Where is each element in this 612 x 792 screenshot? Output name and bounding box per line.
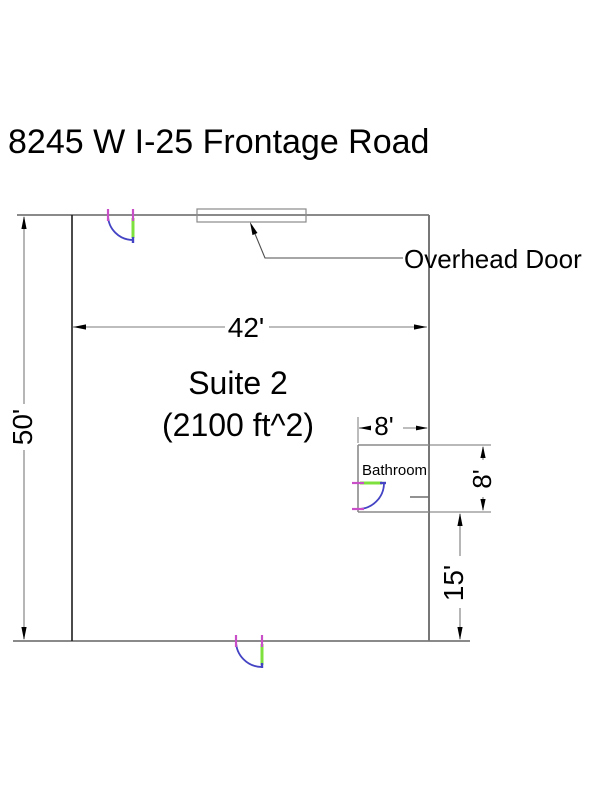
dim-text-building-depth: 50' bbox=[7, 409, 38, 446]
overhead-door-leader-line bbox=[252, 228, 403, 259]
dim-text-building-width: 42' bbox=[228, 312, 265, 343]
door-swing-arc bbox=[107, 214, 134, 241]
dim-text-bathroom-width: 8' bbox=[374, 411, 393, 441]
suite-label: Suite 2 (2100 ft^2) bbox=[162, 365, 314, 443]
door-bottom bbox=[234, 635, 264, 668]
dim-text-bathroom-offset: 15' bbox=[438, 565, 469, 602]
dim-arrow-top bbox=[457, 513, 463, 526]
dimension-bathroom-width: 8' bbox=[357, 411, 428, 443]
bathroom: Bathroom bbox=[357, 444, 429, 513]
dim-arrow-right bbox=[416, 425, 428, 431]
door-top-left bbox=[106, 209, 135, 243]
suite-name: Suite 2 bbox=[188, 365, 288, 401]
overhead-door: Overhead Door bbox=[196, 208, 582, 274]
dim-arrow-left bbox=[359, 425, 371, 431]
dimension-bathroom-depth: 8' bbox=[430, 444, 497, 513]
building-walls bbox=[13, 214, 470, 642]
dim-arrow-bottom bbox=[21, 627, 27, 640]
door-bathroom bbox=[352, 481, 386, 511]
door-swing-arc bbox=[357, 482, 385, 510]
overhead-door-leader-arrow bbox=[250, 222, 258, 236]
overhead-door-label: Overhead Door bbox=[404, 244, 582, 274]
dim-text-bathroom-depth: 8' bbox=[467, 469, 497, 488]
bathroom-label: Bathroom bbox=[362, 462, 427, 479]
overhead-door-symbol bbox=[196, 208, 307, 223]
dimension-bathroom-offset: 15' bbox=[438, 513, 469, 640]
dim-arrow-bottom bbox=[457, 627, 463, 640]
door-swing-arc bbox=[235, 640, 263, 668]
dimension-building-depth: 50' bbox=[7, 216, 38, 640]
dim-arrow-top bbox=[21, 216, 27, 229]
dim-arrow-top bbox=[480, 446, 486, 458]
dim-arrow-bottom bbox=[480, 499, 486, 511]
page-title: 8245 W I-25 Frontage Road bbox=[8, 123, 429, 161]
dim-arrow-right bbox=[414, 324, 427, 330]
suite-area: (2100 ft^2) bbox=[162, 407, 314, 443]
dimension-building-width: 42' bbox=[73, 312, 427, 343]
dim-arrow-left bbox=[73, 324, 86, 330]
